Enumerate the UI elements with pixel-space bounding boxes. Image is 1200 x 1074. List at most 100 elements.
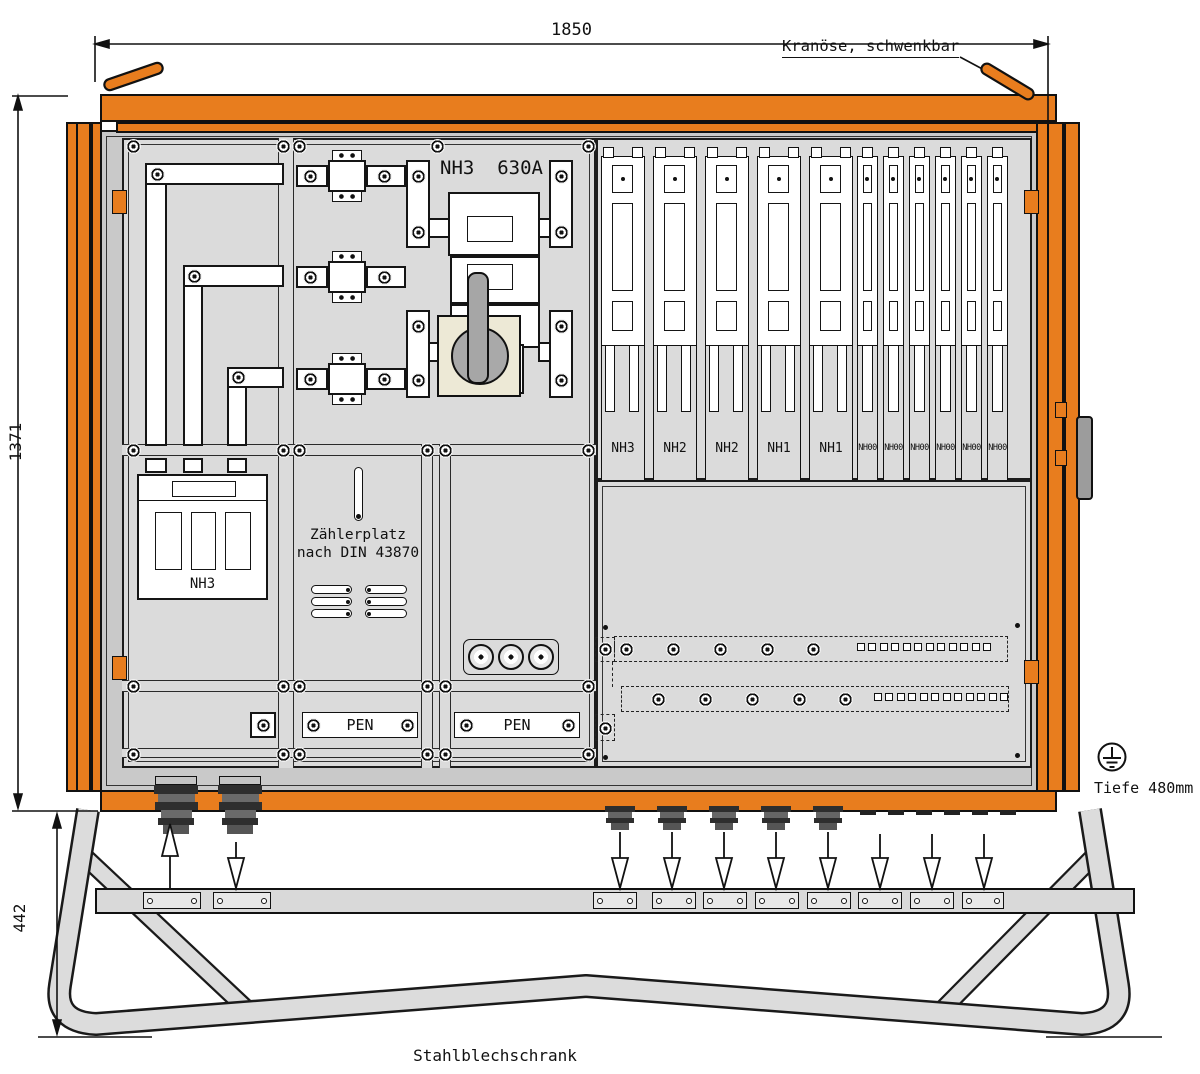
fuse-strip <box>809 147 853 346</box>
cable-gland <box>154 776 198 834</box>
panel-rail <box>122 680 596 692</box>
busbar-L2 <box>183 265 203 446</box>
roof-bar <box>100 94 1057 122</box>
fuse-strip-label: NH00 <box>884 443 903 453</box>
fuse-strip-label: NH2 <box>715 441 739 456</box>
fuse-strip-label: NH00 <box>962 443 981 453</box>
cable-gland <box>657 806 687 830</box>
busbar-stub <box>145 458 167 473</box>
fuse-strip-base: NH1 <box>809 346 853 480</box>
vent-slot <box>311 585 352 594</box>
fuse-strip <box>987 147 1008 346</box>
vent-slot <box>365 597 407 606</box>
connector-block <box>328 363 366 395</box>
connector-block <box>332 292 362 303</box>
cable-clamp-plate <box>593 892 637 909</box>
dim-height-label: 1371 <box>6 422 25 462</box>
cable-gland <box>813 806 843 830</box>
terminal-link <box>612 662 613 687</box>
panel-rail <box>421 444 433 768</box>
cable-clamp-plate <box>807 892 851 909</box>
fuse-strip <box>705 147 749 346</box>
busbar-L1 <box>145 163 284 185</box>
fuse-strip-base: NH00 <box>961 346 982 480</box>
cable-clamp-plate <box>910 892 954 909</box>
door-handle <box>1076 416 1093 500</box>
cable-clamp-plate <box>213 892 271 909</box>
hinge <box>1024 660 1039 684</box>
cable-clamp-plate <box>143 892 201 909</box>
grommet <box>468 644 494 670</box>
meter-space-label-line1: Zählerplatz <box>309 527 407 543</box>
knockout-tick <box>888 810 904 815</box>
connector-block <box>328 160 366 192</box>
fuse-strip-label: NH1 <box>819 441 843 456</box>
fuse-strip-base: NH2 <box>653 346 697 480</box>
cable-clamp-plate <box>652 892 696 909</box>
door-lock-tab <box>1055 402 1067 418</box>
knockout-tick <box>860 810 876 815</box>
connection-panel <box>596 480 1032 768</box>
pen-bar-left: PEN <box>302 712 418 738</box>
switch-stub <box>538 342 551 362</box>
busbar-stub <box>227 458 247 473</box>
terminal-row <box>621 686 1009 712</box>
vent-slot <box>365 609 407 618</box>
panel-rail <box>122 748 596 758</box>
busbar-L2 <box>183 265 284 287</box>
door-profile-left <box>66 122 102 792</box>
vent-slot <box>365 585 407 594</box>
fuse-strip <box>601 147 645 346</box>
fuse-strip-base: NH1 <box>757 346 801 480</box>
fuse-strip <box>653 147 697 346</box>
knockout-tick <box>1000 810 1016 815</box>
pen-bar-label: PEN <box>346 716 374 734</box>
footer-label: Stahlblechschrank <box>413 1046 577 1065</box>
pen-end-plate <box>250 712 276 738</box>
knockout-tick <box>972 810 988 815</box>
main-switch-window <box>467 216 513 242</box>
cable-gland <box>605 806 635 830</box>
fuse-strip <box>909 147 930 346</box>
fuse-strip-base: NH00 <box>909 346 930 480</box>
connector-block <box>332 394 362 405</box>
fuse-strip <box>757 147 801 346</box>
dim-width-label: 1850 <box>551 20 592 40</box>
outgoing-switch-label: NH3 <box>189 576 216 592</box>
fuse-strip-label: NH00 <box>936 443 955 453</box>
fuse-strip-base: NH00 <box>883 346 904 480</box>
fuse-strip-base: NH00 <box>987 346 1008 480</box>
panel-rail <box>439 444 451 768</box>
fuse-strip <box>961 147 982 346</box>
fuse-strip-base: NH00 <box>935 346 956 480</box>
fuse-strip-label: NH2 <box>663 441 687 456</box>
connector-block <box>332 191 362 202</box>
cable-clamp-plate <box>755 892 799 909</box>
fuse-strip <box>857 147 878 346</box>
meter-space-label-line2: nach DIN 43870 <box>296 545 420 561</box>
roof-lip <box>116 122 1042 133</box>
fuse-strip-label: NH00 <box>988 443 1007 453</box>
hinge <box>112 190 127 214</box>
grommet-plate <box>463 639 559 675</box>
cable-clamp-plate <box>858 892 902 909</box>
cable-gland <box>218 776 262 834</box>
cable-gland <box>709 806 739 830</box>
pen-bar-right: PEN <box>454 712 580 738</box>
switch-stub <box>428 218 450 238</box>
crane-note-label: Kranöse, schwenkbar <box>782 37 960 58</box>
fuse-strip-label: NH00 <box>910 443 929 453</box>
terminal-box <box>595 714 615 741</box>
knockout-tick <box>916 810 932 815</box>
meter-slot-vertical <box>354 467 363 521</box>
busbar-L1 <box>145 163 167 446</box>
fuse-strip-label: NH1 <box>767 441 791 456</box>
fuse-strip-label: NH00 <box>858 443 877 453</box>
fuse-strip-base: NH00 <box>857 346 878 480</box>
fuse-strip <box>883 147 904 346</box>
hinge <box>1024 190 1039 214</box>
knockout-tick <box>944 810 960 815</box>
outgoing-switch-nh3: NH3 <box>137 474 268 600</box>
terminal-box <box>595 637 615 662</box>
main-switch-label: NH3 630A <box>440 157 543 179</box>
